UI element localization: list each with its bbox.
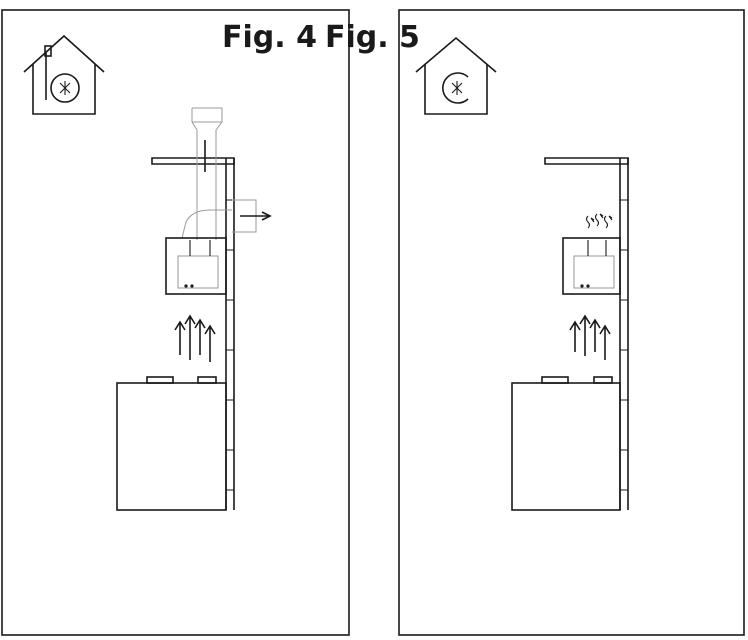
cooker-unit-2 [511,376,621,511]
cooker-hood-2 [562,237,621,295]
exhaust-duct [181,107,272,240]
ceiling-ledge-2 [544,157,629,165]
cooker-unit [116,376,227,511]
panel-fig-4-frame [1,9,350,636]
fig-5-label: Fig. 5 [324,20,420,55]
rising-vapour-arrows-2 [569,314,611,360]
wall [225,158,235,510]
ceiling-ledge [151,157,235,165]
recirculated-air-arrows [585,213,613,229]
recirculation-house-icon [415,36,497,115]
panel-fig-5-frame [398,9,745,636]
fig-4-label: Fig. 4 [222,20,317,55]
panel-fig-4 [1,9,350,636]
cooker-hood [165,237,227,295]
wall-2 [619,158,629,510]
panel-fig-5 [398,9,745,636]
rising-vapour-arrows [174,314,216,362]
ducted-extraction-house-icon [23,34,105,115]
